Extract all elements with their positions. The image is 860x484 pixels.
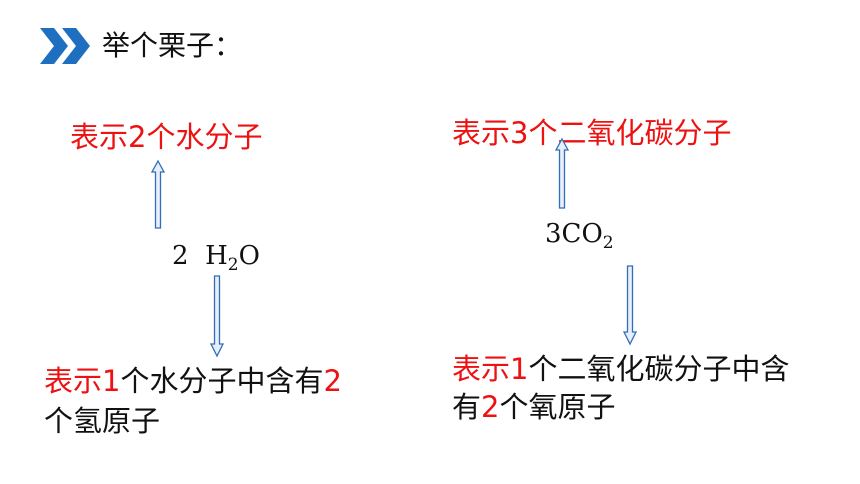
double-chevron-right-icon: [40, 28, 90, 64]
right-bottom-part3: 个二氧化碳分子中含: [528, 352, 790, 386]
right-formula-coefficient: 3: [545, 219, 562, 249]
right-bottom-label-line1: 表示1个二氧化碳分子中含: [452, 349, 789, 389]
right-bottom-part4: 有: [452, 390, 482, 424]
left-bottom-label-line1: 表示1个水分子中含有2: [44, 361, 342, 401]
left-bottom-part4: 2: [323, 364, 342, 398]
right-top-label: 表示3个二氧化碳分子: [452, 116, 732, 150]
left-top-label: 表示2个水分子: [70, 120, 263, 154]
right-formula: 3CO2: [545, 218, 614, 259]
right-bottom-part2: 1: [510, 352, 529, 386]
right-up-arrow-icon: [554, 137, 570, 209]
right-bottom-part6: 个氧原子: [499, 390, 616, 424]
right-bottom-part1: 表示: [452, 352, 511, 386]
left-bottom-part3: 个水分子中含有: [120, 364, 324, 398]
left-formula-coefficient: 2: [172, 241, 189, 271]
left-formula-subscript: 2: [227, 255, 239, 275]
left-formula-element-h: H: [205, 241, 228, 271]
right-formula-subscript: 2: [602, 233, 614, 253]
left-bottom-part5: 个氢原子: [44, 404, 161, 438]
left-bottom-label-line2: 个氢原子: [44, 401, 160, 441]
right-formula-element-co: CO: [561, 219, 603, 249]
left-up-arrow-icon: [150, 159, 166, 229]
right-bottom-part5: 2: [481, 390, 500, 424]
left-down-arrow-icon: [209, 275, 225, 358]
heading: 举个栗子：: [38, 26, 242, 66]
heading-text: 举个栗子：: [102, 29, 243, 62]
right-bottom-label-line2: 有2个氧原子: [452, 387, 615, 427]
right-down-arrow-icon: [622, 265, 638, 346]
left-bottom-part2: 1: [102, 364, 121, 398]
left-formula-element-o: O: [238, 241, 260, 271]
left-bottom-part1: 表示: [44, 364, 103, 398]
left-formula: 2 H2O: [172, 240, 260, 281]
